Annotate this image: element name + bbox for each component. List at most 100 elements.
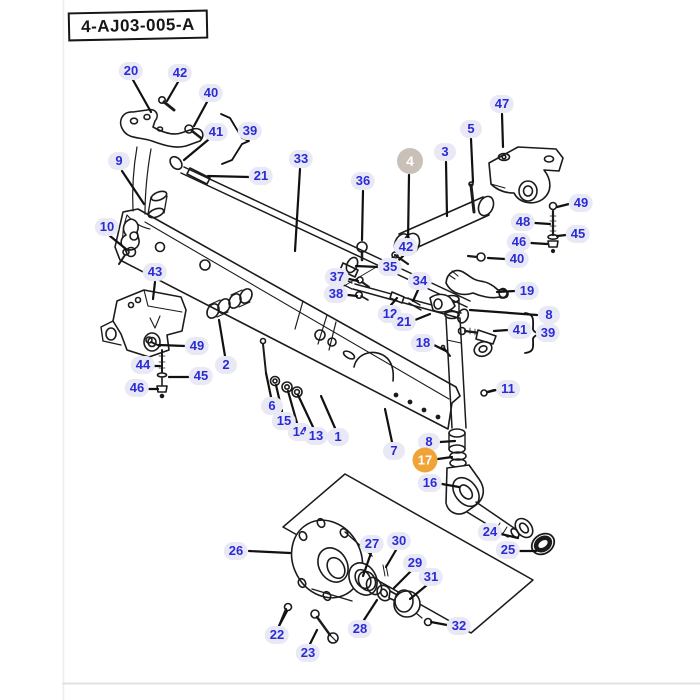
leader-line-49: [157, 343, 187, 348]
right-steering-arm-drawing: [445, 252, 509, 299]
part-label-13[interactable]: 13: [303, 427, 329, 445]
part-label-36[interactable]: 36: [350, 172, 376, 190]
kingpin-column-drawing: [407, 293, 495, 468]
part-label-24[interactable]: 24: [477, 523, 503, 541]
part-label-35[interactable]: 35: [377, 258, 403, 276]
part-label-46[interactable]: 46: [124, 379, 150, 397]
part-label-18[interactable]: 18: [410, 334, 436, 352]
leader-line-6: [264, 371, 273, 399]
part-label-22[interactable]: 22: [264, 626, 290, 644]
part-label-5[interactable]: 5: [460, 120, 482, 138]
part-label-20[interactable]: 20: [118, 62, 144, 80]
part-label-19[interactable]: 19: [514, 282, 540, 300]
leader-line-13: [296, 393, 315, 429]
leader-line-35: [354, 264, 380, 269]
part-label-45[interactable]: 45: [565, 225, 591, 243]
leader-line-33: [293, 167, 302, 253]
part-label-43[interactable]: 43: [142, 263, 168, 281]
part-label-31[interactable]: 31: [418, 568, 444, 586]
part-label-45[interactable]: 45: [188, 367, 214, 385]
part-label-47[interactable]: 47: [489, 95, 515, 113]
support-bracket-drawing: [488, 146, 564, 204]
part-label-42[interactable]: 42: [393, 238, 419, 256]
part-label-34[interactable]: 34: [407, 272, 433, 290]
leader-line-7: [383, 407, 394, 444]
part-label-33[interactable]: 33: [288, 150, 314, 168]
leader-line-41: [492, 328, 510, 333]
leader-line-43: [151, 280, 157, 301]
leader-line-21: [413, 312, 432, 322]
part-label-44[interactable]: 44: [130, 356, 156, 374]
tie-rod-end-right-drawing: [457, 326, 497, 358]
leader-line-18: [432, 343, 448, 353]
part-label-48[interactable]: 48: [510, 213, 536, 231]
leader-line-3: [444, 160, 449, 218]
leader-line-20: [131, 78, 153, 114]
part-label-8[interactable]: 8: [538, 306, 560, 324]
part-label-7[interactable]: 7: [383, 442, 405, 460]
leader-line-8: [438, 439, 457, 444]
leader-line-29: [392, 569, 413, 590]
part-label-39[interactable]: 39: [535, 324, 561, 342]
leader-line-42: [165, 80, 180, 103]
part-label-1[interactable]: 1: [327, 428, 349, 446]
part-label-10[interactable]: 10: [94, 218, 120, 236]
part-label-25[interactable]: 25: [495, 541, 521, 559]
part-label-39[interactable]: 39: [237, 122, 263, 140]
part-label-29[interactable]: 29: [402, 554, 428, 572]
part-label-23[interactable]: 23: [295, 644, 321, 662]
part-label-27[interactable]: 27: [359, 535, 385, 553]
drawing-number: 4-AJ03-005-A: [80, 14, 196, 36]
part-label-8[interactable]: 8: [418, 433, 440, 451]
leader-line-10: [108, 234, 128, 251]
leader-line-46: [529, 241, 549, 246]
leader-line-12: [389, 296, 399, 307]
part-label-6[interactable]: 6: [261, 397, 283, 415]
leader-line-26: [247, 549, 292, 555]
part-label-40[interactable]: 40: [198, 84, 224, 102]
part-label-41[interactable]: 41: [507, 321, 533, 339]
part-label-42[interactable]: 42: [167, 64, 193, 82]
panel-outline-drawing: [282, 473, 534, 634]
leader-line-2: [217, 318, 227, 358]
part-label-2[interactable]: 2: [215, 356, 237, 374]
part-label-21[interactable]: 21: [248, 167, 274, 185]
drop-arm-drawing: [119, 96, 211, 215]
left-bracket-drawing: [100, 289, 187, 399]
leader-line-48: [533, 221, 552, 226]
part-label-26[interactable]: 26: [223, 542, 249, 560]
part-label-37[interactable]: 37: [324, 268, 350, 286]
part-label-30[interactable]: 30: [386, 532, 412, 550]
leader-line-4: [406, 173, 411, 243]
part-label-40[interactable]: 40: [504, 250, 530, 268]
part-label-11[interactable]: 11: [496, 380, 520, 398]
part-label-32[interactable]: 32: [446, 617, 472, 635]
leader-line-49: [555, 202, 571, 209]
part-label-41[interactable]: 41: [203, 123, 229, 141]
leader-line-40: [192, 100, 209, 128]
leader-line-8: [468, 308, 539, 317]
part-label-38[interactable]: 38: [323, 285, 349, 303]
part-label-16[interactable]: 16: [417, 474, 443, 492]
part-label-17[interactable]: 17: [412, 447, 438, 473]
part-label-28[interactable]: 28: [347, 620, 373, 638]
part-label-21[interactable]: 21: [391, 313, 417, 331]
leader-line-23: [308, 628, 319, 646]
part-label-49[interactable]: 49: [184, 337, 210, 355]
leader-line-11: [486, 388, 498, 394]
leader-line-9: [120, 169, 146, 206]
leader-line-28: [362, 598, 379, 622]
leader-line-27: [361, 551, 373, 578]
part-label-3[interactable]: 3: [434, 143, 456, 161]
part-label-4[interactable]: 4: [397, 148, 423, 174]
leader-line-16: [440, 482, 461, 489]
part-label-49[interactable]: 49: [568, 194, 594, 212]
right-fastener-stack-drawing: [547, 201, 559, 254]
spindle-drawing: [445, 464, 556, 556]
part-label-9[interactable]: 9: [108, 152, 130, 170]
leader-line-14: [286, 389, 299, 425]
bushing-pair-drawing: [206, 288, 253, 319]
part-label-46[interactable]: 46: [506, 233, 532, 251]
